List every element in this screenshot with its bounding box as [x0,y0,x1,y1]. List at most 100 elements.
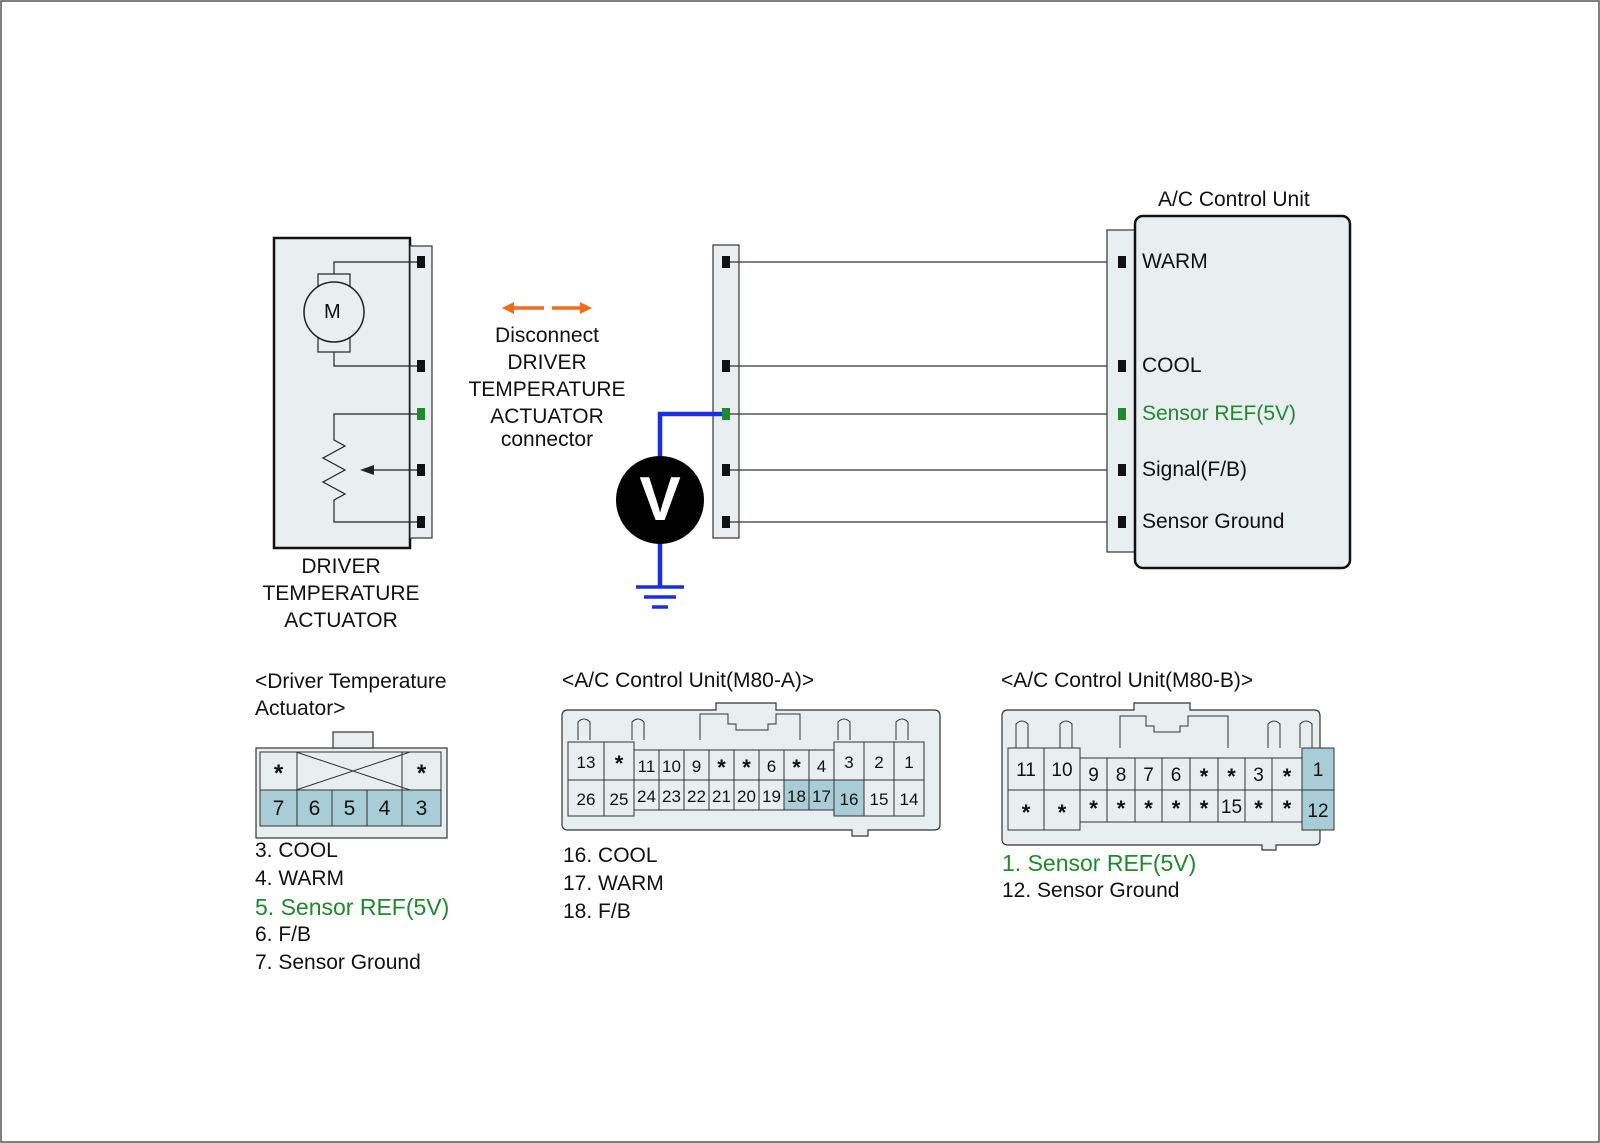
connector-pin-cell: 5 [331,789,368,827]
actuator-name-line: ACTUATOR [284,609,398,632]
harness-pin [722,516,730,528]
pin-number: 23 [662,787,681,806]
actuator-connector-title: <Driver Temperature Actuator> [255,668,447,722]
connector-pin-cell: 17 [808,779,835,811]
connector-pin-cell: * [708,749,735,781]
wiper-arrow-icon [360,465,374,475]
pin-number: * [1227,764,1236,789]
control-unit-component [1106,214,1352,570]
actuator-component [272,236,433,550]
pin-number: 7 [1143,765,1154,786]
connector-pin-cell: 7 [1134,757,1163,791]
control-unit-pin-ref [1118,408,1126,420]
pin-number: * [1254,796,1263,821]
pin-number: * [1200,796,1209,821]
voltmeter-icon [616,456,704,544]
connector-pin-cell: 11 [633,749,660,781]
connector-pin-cell: 10 [658,749,685,781]
connector-pin-cell: 24 [633,779,660,811]
pin-number: * [274,760,284,787]
actuator-name-label: DRIVER TEMPERATURE ACTUATOR [246,553,436,634]
actuator-pin [417,464,425,476]
legend-item: 17. WARM [563,872,664,895]
connector-pin-cell: 26 [567,779,605,817]
legend-item: 3. COOL [255,839,338,862]
connector-pin-cell: 15 [1217,789,1246,823]
terminal-label-warm: WARM [1142,250,1208,273]
actuator-name-line: TEMPERATURE [262,582,420,605]
connector-pin-cell: * [259,751,298,791]
pin-number: 3 [844,753,853,772]
disconnect-line: ACTUATOR [490,405,604,428]
connector-pin-cell: 10 [1043,747,1081,791]
pin-number: 4 [379,797,391,820]
pin-number: 4 [817,757,826,776]
pin-number: 20 [737,787,756,806]
pin-number: 16 [840,790,859,809]
pin-number: * [615,751,624,776]
connector-pin-cell: 14 [893,779,925,817]
pin-number: * [1144,796,1153,821]
connector-pin-cell: 1 [1301,747,1335,791]
connector-pin-cell: 15 [863,779,895,817]
disconnect-line: connector [500,428,594,451]
disconnect-line: Disconnect [495,324,599,347]
pin-number: 6 [1171,765,1182,786]
pin-number: 1 [904,753,913,772]
connector-pin-cell: * [1106,789,1136,823]
pin-number: * [1089,796,1098,821]
harness-pin [722,464,730,476]
connector-pin-cell: 6 [1161,757,1191,791]
connector-pin-cell: 20 [733,779,760,811]
motor-label: M [324,301,341,323]
connector-pin-cell: * [1079,789,1108,823]
pin-number: 6 [767,757,776,776]
connector-pin-cell: 19 [758,779,785,811]
m80b-connector-title: <A/C Control Unit(M80-B)> [1001,669,1254,692]
pin-number: * [717,755,726,780]
disconnect-line: TEMPERATURE [468,378,626,401]
connector-pin-cell: 6 [758,749,785,781]
legend-item: 18. F/B [563,900,631,923]
connector-pin-cell: * [1134,789,1163,823]
connector-pin-cell: 2 [863,741,895,781]
actuator-pin [417,360,425,372]
pin-number: * [1283,796,1292,821]
connector-pin-cell: * [401,751,442,791]
legend-item: 16. COOL [563,844,658,867]
pin-number: * [1058,800,1067,825]
actuator-pin-legend: 3. COOL 4. WARM 5. Sensor REF(5V) 6. F/B… [255,837,449,977]
connector-pin-cell: 1 [893,741,925,781]
control-unit-pin [1118,360,1126,372]
connector-pin-cell: 3 [833,741,865,781]
control-unit-title: A/C Control Unit [1158,188,1310,211]
disconnect-instruction: Disconnect DRIVER TEMPERATURE ACTUATOR c… [447,322,647,453]
pin-number: 10 [1051,760,1072,781]
connector-pin-cell: 6 [296,789,333,827]
legend-item-sensor-ref: 1. Sensor REF(5V) [1002,850,1197,876]
control-unit-pin [1118,464,1126,476]
pin-number: * [792,755,801,780]
harness-wires [730,261,1118,523]
m80b-pin-legend: 1. Sensor REF(5V) 12. Sensor Ground [1002,849,1196,905]
legend-item-sensor-ref: 5. Sensor REF(5V) [255,894,450,920]
control-unit-pin [1118,256,1126,268]
pin-number: 13 [577,753,596,772]
meter-lead-positive [657,411,722,463]
pin-number: 26 [577,790,596,809]
pin-number: 8 [1116,765,1127,786]
control-unit-pin [1118,516,1126,528]
connector-pin-cell: 4 [808,749,835,781]
connector-pin-cell: 9 [683,749,710,781]
connector-latch [332,731,374,749]
connector-pin-cell: * [1271,789,1303,823]
connector-pin-cell: * [1271,757,1303,791]
connector-pin-cell: * [1007,789,1045,831]
connector-pin-cell: 21 [708,779,735,811]
actuator-name-line: DRIVER [301,555,381,578]
terminal-label-sensor-ground: Sensor Ground [1142,510,1285,533]
pin-number: 10 [662,757,681,776]
pin-number: 21 [712,787,731,806]
connector-pin-cell: 4 [366,789,403,827]
